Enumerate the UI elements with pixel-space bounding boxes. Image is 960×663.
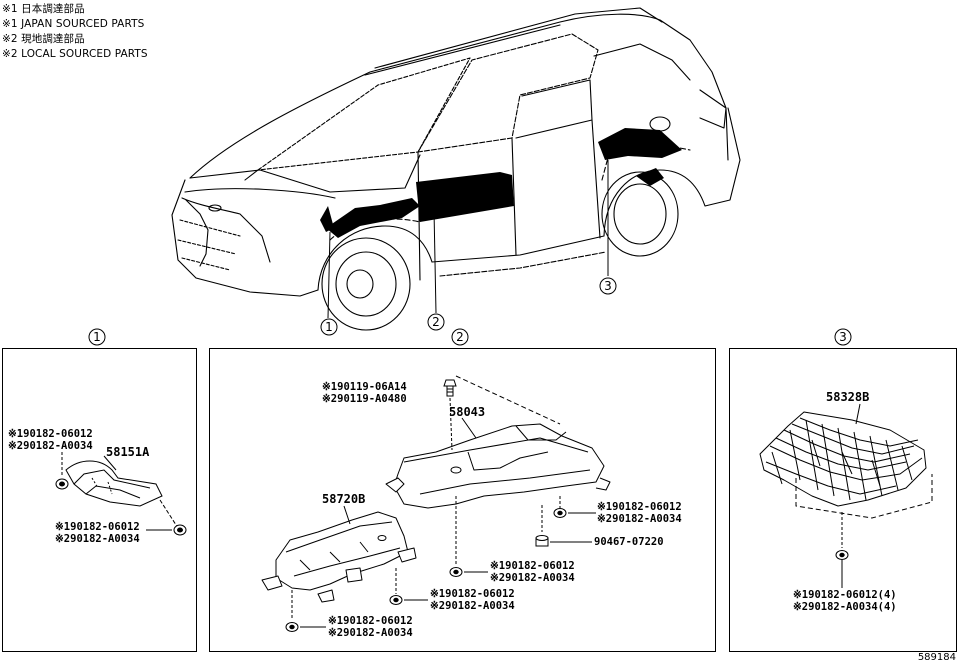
panel-2-bottom-code-1: ※190182-06012 — [328, 615, 413, 627]
panel-3-code-2: ※290182-A0034(4) — [793, 601, 897, 613]
legend-japan-jp: ※1 日本調達部品 — [2, 3, 85, 15]
panel-2-fasteners — [285, 375, 596, 632]
part-58151a-drawing — [65, 455, 163, 507]
panel-2-right-code-1: ※190182-06012 — [597, 501, 682, 513]
panel-2-callout-label: 2 — [456, 330, 464, 344]
panel-1-callout — [88, 328, 106, 346]
panel-2-bottom-code-2: ※290182-A0034 — [328, 627, 413, 639]
panel-2-bolt-code-1: ※190119-06A14 — [322, 381, 407, 393]
panel-3-callout — [834, 328, 852, 346]
panel-2-frame — [209, 348, 716, 652]
legend-japan-en: ※1 JAPAN SOURCED PARTS — [2, 18, 145, 30]
panel-2-mid-code-1: ※190182-06012 — [490, 560, 575, 572]
panel-1-callout-label: 1 — [93, 330, 101, 344]
vehicle-callouts — [320, 277, 617, 336]
illustration-id: 589184 — [918, 652, 956, 663]
panel-2-mid-code-2: ※290182-A0034 — [490, 572, 575, 584]
callout-2-vehicle-label: 2 — [432, 315, 440, 329]
panel-1-code-a2: ※290182-A0034 — [8, 440, 93, 452]
part-58720b-drawing — [261, 511, 417, 603]
callout-2-vehicle — [427, 313, 445, 331]
vehicle-leaders — [327, 160, 609, 319]
panel-2-mid2-code-2: ※290182-A0034 — [430, 600, 515, 612]
callout-3-vehicle-label: 3 — [604, 279, 612, 293]
panel-2-nut-code: 90467-07220 — [594, 536, 664, 548]
panel-1-frame — [2, 348, 197, 652]
callout-3-vehicle — [599, 277, 617, 295]
legend-local-jp: ※2 現地調達部品 — [2, 33, 85, 45]
panel-2-mid2-code-1: ※190182-06012 — [430, 588, 515, 600]
panel-3-code-1: ※190182-06012(4) — [793, 589, 897, 601]
part-number-58328b: 58328B — [826, 390, 869, 404]
panel-1-code-b2: ※290182-A0034 — [55, 533, 140, 545]
panel-3-fasteners — [795, 403, 933, 588]
part-58328b-drawing — [759, 411, 927, 507]
vehicle-liners — [320, 128, 682, 238]
legend-local-en: ※2 LOCAL SOURCED PARTS — [2, 48, 148, 60]
panel-1-code-b1: ※190182-06012 — [55, 521, 140, 533]
panel-1-fasteners — [55, 452, 187, 536]
part-number-58720b: 58720B — [322, 492, 365, 506]
legend: ※1 日本調達部品 ※1 JAPAN SOURCED PARTS ※2 現地調達… — [2, 2, 148, 62]
callout-1-vehicle — [320, 318, 338, 336]
panel-3-frame — [729, 348, 957, 652]
panel-2-bolt-code-2: ※290119-A0480 — [322, 393, 407, 405]
panel-2-callout — [451, 328, 469, 346]
part-number-58043: 58043 — [449, 405, 485, 419]
panel-3-callout-label: 3 — [839, 330, 847, 344]
panel-2-right-code-2: ※290182-A0034 — [597, 513, 682, 525]
panel-1-code-a1: ※190182-06012 — [8, 428, 93, 440]
callout-1-vehicle-label: 1 — [325, 320, 333, 334]
part-number-58151a: 58151A — [106, 445, 150, 459]
part-58043-drawing — [385, 423, 611, 509]
